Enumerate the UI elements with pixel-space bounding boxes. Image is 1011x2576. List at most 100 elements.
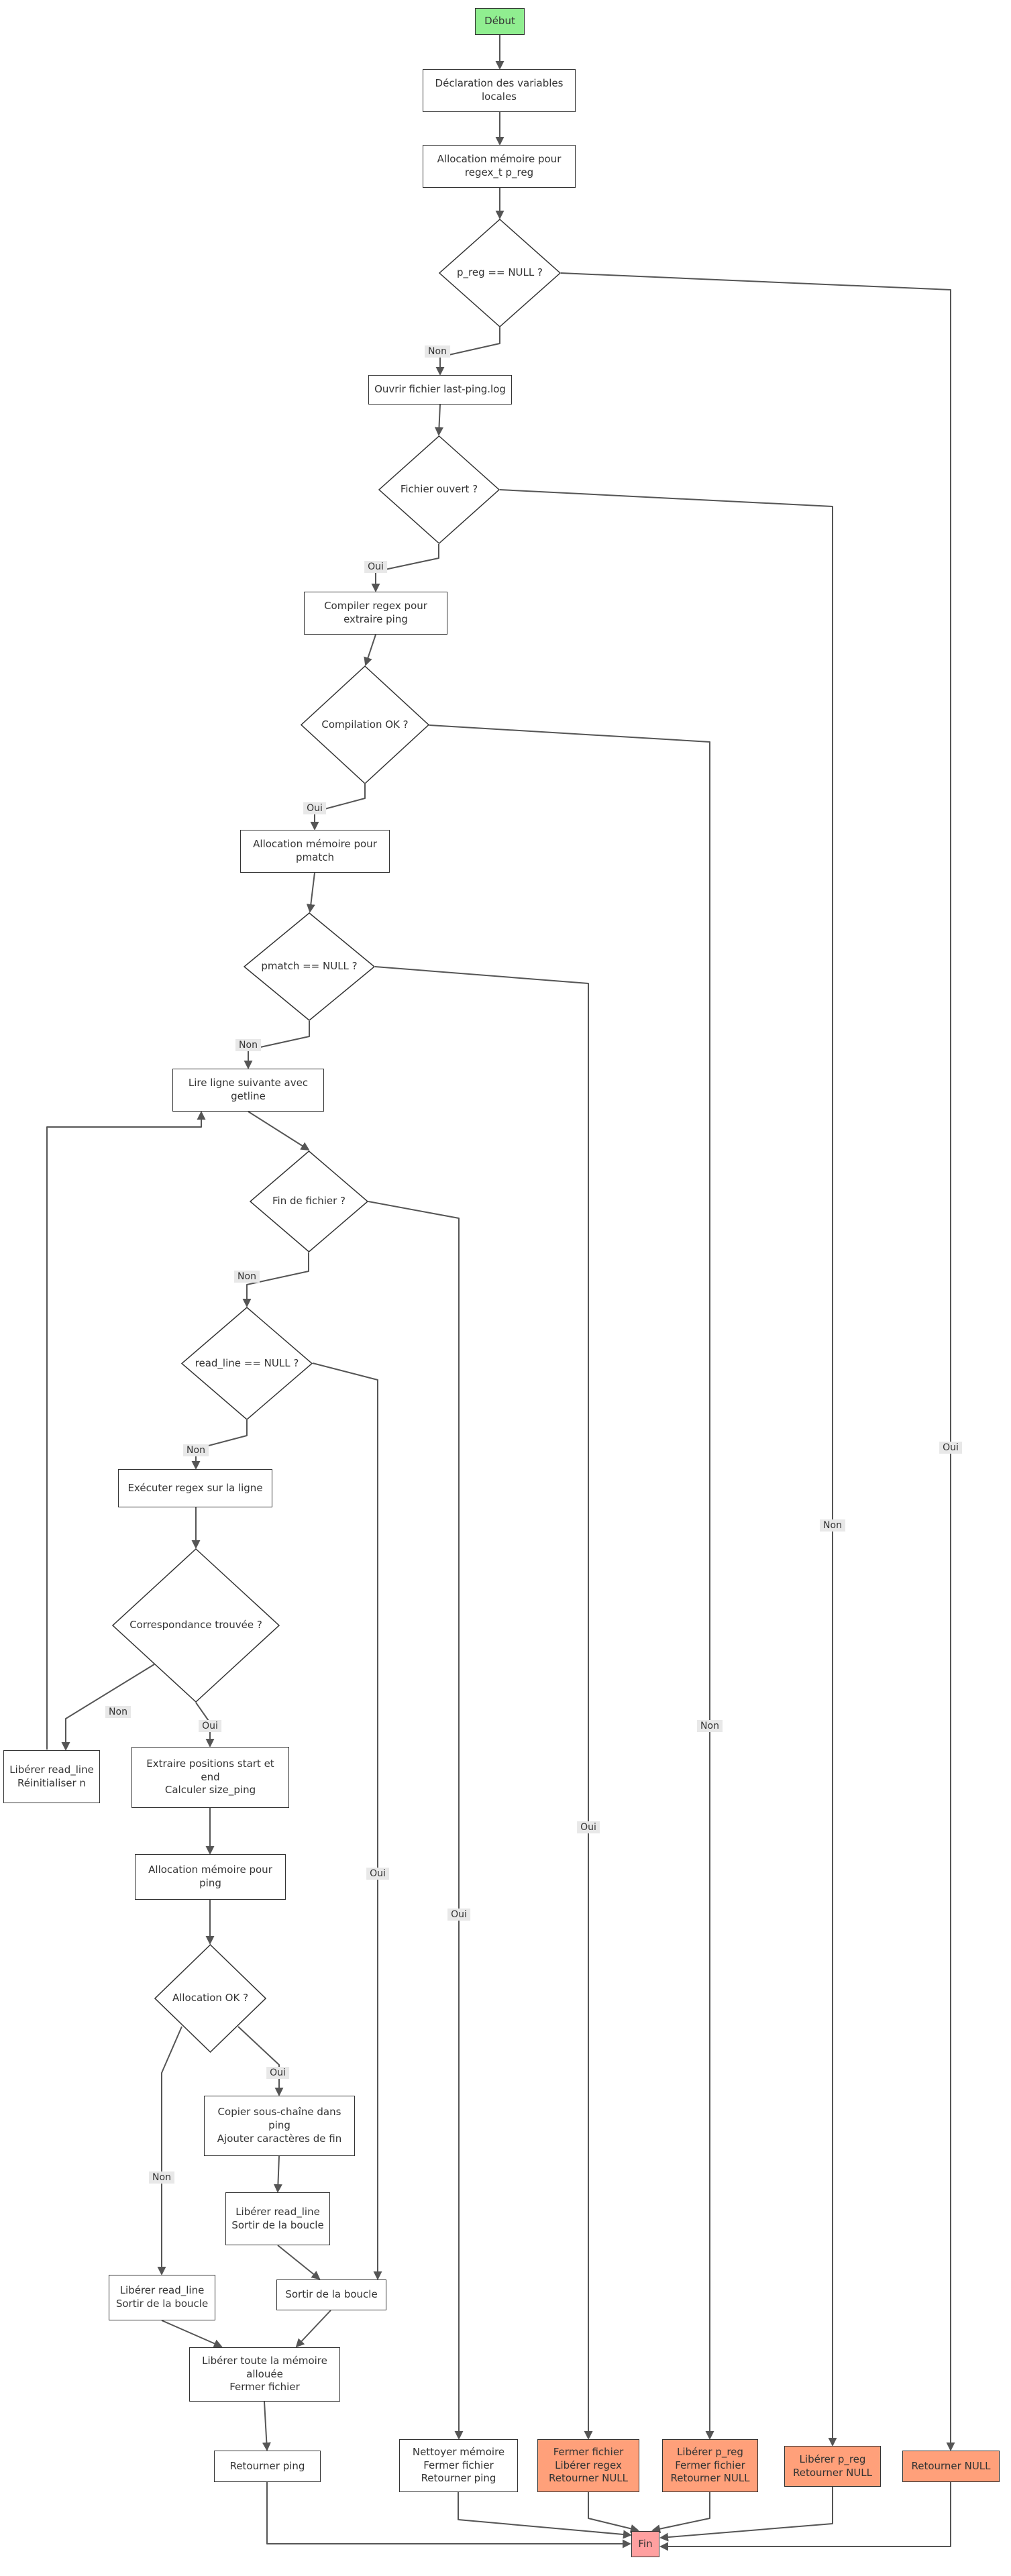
node-label-line: Fin de fichier ?	[272, 1195, 345, 1208]
edge-return-ping--end	[266, 2482, 631, 2548]
edges-group	[46, 35, 955, 2551]
edge-readline-null--exit-loop	[312, 1362, 382, 2280]
node-label-line: Retourner NULL	[548, 2472, 629, 2485]
node-label-open-file: Ouvrir fichier last-ping.log	[370, 381, 510, 398]
node-label-compile-ok: Compilation OK ?	[317, 716, 412, 734]
edge-pmatch-null--err-pmatch	[374, 966, 593, 2440]
node-label-line: getline	[231, 1090, 266, 1102]
node-err-preg: Retourner NULL	[902, 2451, 1000, 2482]
edge-file-open--compile-regex	[371, 544, 439, 592]
edge-free-all--return-ping	[262, 2401, 271, 2451]
edge-eof--readline-null	[242, 1252, 309, 1307]
node-end: Fin	[631, 2531, 659, 2557]
edge-pmatch-null--read-line	[244, 1021, 310, 1069]
node-label-exit-loop: Sortir de la boucle	[281, 2286, 381, 2304]
edge-label-match-found--extract-pos: Oui	[199, 1720, 221, 1732]
edge-eof--cleanup-return-ping	[368, 1201, 464, 2440]
node-label-readline-null: read_line == NULL ?	[191, 1355, 303, 1373]
node-label-line: Nettoyer mémoire	[412, 2445, 505, 2458]
edge-label-eof--readline-null: Non	[234, 1271, 260, 1283]
edge-label-alloc-ok--copy-substr: Oui	[266, 2067, 289, 2079]
edge-readline-null--exec-regex	[191, 1420, 248, 1470]
edge-label-compile-ok--err-compile: Non	[697, 1720, 723, 1732]
node-label-line: Libérer p_reg	[799, 2453, 866, 2465]
node-label-line: Sortir de la boucle	[115, 2298, 209, 2310]
node-label-line: Retourner ping	[229, 2459, 305, 2472]
node-label-line: read_line == NULL ?	[195, 1356, 299, 1369]
edge-label-preg-null--err-preg: Oui	[939, 1442, 962, 1454]
edge-err-compile--end	[651, 2492, 710, 2534]
node-label-line: Extraire positions start et	[146, 1757, 274, 1770]
node-label-line: Fermer fichier	[229, 2381, 300, 2394]
edge-label-match-found--free-reset: Non	[105, 1706, 131, 1718]
node-label-eof: Fin de fichier ?	[268, 1193, 350, 1210]
node-label-line: Retourner NULL	[911, 2459, 991, 2472]
edge-label-eof--cleanup-return-ping: Oui	[447, 1909, 470, 1921]
edge-preg-null--err-preg	[560, 272, 955, 2451]
node-exec-regex: Exécuter regex sur la ligne	[118, 1469, 272, 1507]
edge-preg-null--open-file	[435, 327, 500, 376]
node-label-pmatch-null: pmatch == NULL ?	[257, 958, 361, 975]
node-label-line: Retourner NULL	[670, 2472, 750, 2485]
node-start: Début	[475, 8, 525, 35]
edge-err-file--end	[659, 2487, 833, 2542]
node-label-file-open: Fichier ouvert ?	[396, 481, 482, 498]
edge-free-reset--read-line	[46, 1111, 206, 1750]
node-label-line: p_reg == NULL ?	[457, 266, 543, 279]
diamond-shape	[154, 1944, 266, 2053]
diamond-shape	[181, 1307, 313, 1420]
node-label-end: Fin	[634, 2536, 656, 2553]
node-label-line: Ouvrir fichier last-ping.log	[374, 383, 506, 396]
diamond-shape	[439, 219, 561, 327]
edge-compile-regex--compile-ok	[364, 634, 376, 666]
node-label-err-preg: Retourner NULL	[907, 2458, 994, 2475]
node-label-line: allouée	[246, 2367, 283, 2380]
edge-label-readline-null--exec-regex: Non	[183, 1444, 209, 1456]
node-label-line: regex_t p_reg	[464, 166, 534, 178]
node-label-start: Début	[480, 13, 519, 30]
node-label-line: Allocation mémoire pour	[253, 838, 377, 851]
edge-open-file--file-open	[434, 404, 443, 436]
node-label-line: Libérer read_line	[9, 1763, 94, 1776]
node-label-line: Sortir de la boucle	[231, 2218, 324, 2231]
node-label-line: Calculer size_ping	[164, 1784, 256, 1796]
node-label-line: Réinitialiser n	[17, 1776, 86, 1789]
node-label-line: pmatch	[296, 851, 334, 863]
edge-err-preg--end	[659, 2482, 951, 2551]
edge-label-preg-null--open-file: Non	[425, 345, 450, 358]
node-label-line: Retourner ping	[421, 2472, 496, 2485]
diamond-shape	[378, 435, 500, 544]
node-label-line: Fichier ouvert ?	[400, 483, 478, 496]
diamond-shape	[250, 1150, 368, 1252]
diamond-shape	[301, 665, 429, 784]
edge-err-pmatch--end	[588, 2492, 639, 2533]
node-label-line: Libérer p_reg	[677, 2445, 743, 2458]
node-label-line: Allocation mémoire pour	[437, 153, 562, 166]
node-label-line: extraire ping	[343, 613, 408, 625]
edge-label-file-open--compile-regex: Oui	[364, 561, 387, 573]
node-compile-ok: Compilation OK ?	[301, 665, 429, 784]
node-open-file: Ouvrir fichier last-ping.log	[368, 375, 512, 405]
edge-compile-ok--alloc-pmatch	[310, 784, 366, 830]
edge-exit-loop--free-all	[295, 2310, 331, 2348]
node-label-line: end	[201, 1770, 220, 1783]
node-label-line: ping	[199, 1877, 221, 1889]
